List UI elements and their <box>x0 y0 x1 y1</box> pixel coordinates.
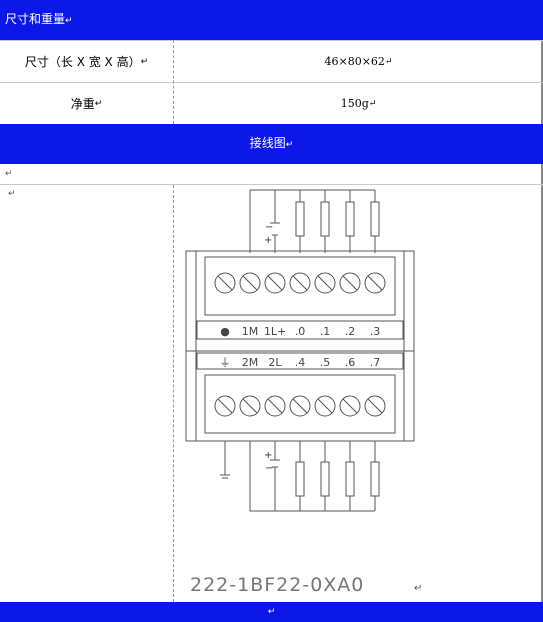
paragraph-mark: ↵ <box>414 583 422 594</box>
dimensions-value: 46×80×62 <box>324 55 385 68</box>
bottom-screw-slot-3 <box>292 398 308 414</box>
paragraph-mark: ↵ <box>267 607 276 617</box>
top-terminal-label-2: 1L+ <box>264 325 286 338</box>
top-screw-slot-1 <box>242 275 258 291</box>
model-number: 222-1BF22-0XA0 <box>190 574 364 596</box>
paragraph-mark: ↵ <box>140 56 149 67</box>
top-load-wiring <box>249 189 380 253</box>
minus-sign-top: − <box>265 222 273 233</box>
table-row-blank: ↵ <box>0 164 543 185</box>
bottom-terminal-label-2: 2L <box>268 356 282 369</box>
dimensions-label: 尺寸（长 X 宽 X 高） <box>24 55 141 69</box>
bottom-terminal-label-4: .5 <box>320 356 331 369</box>
top-terminal-label-1: 1M <box>242 325 259 338</box>
bottom-screw-1 <box>239 395 261 417</box>
top-screw-4 <box>314 272 336 294</box>
paragraph-mark: ↵ <box>5 169 13 179</box>
weight-label-cell: 净重↵ <box>0 83 173 124</box>
column-divider <box>173 185 174 602</box>
footer-bar: ↵ <box>0 602 543 622</box>
section-header-title: 尺寸和重量 <box>5 12 66 26</box>
weight-value-cell: 150g↵ <box>174 83 543 124</box>
top-screw-slot-4 <box>317 275 333 291</box>
column-divider <box>173 40 174 124</box>
top-screw-5 <box>339 272 361 294</box>
top-terminal-label-5: .2 <box>345 325 356 338</box>
bottom-screw-slot-6 <box>367 398 383 414</box>
top-screw-6 <box>364 272 386 294</box>
paragraph-mark: ↵ <box>65 16 73 26</box>
top-terminal-label-3: .0 <box>295 325 306 338</box>
minus-sign-bottom: − <box>265 463 273 474</box>
weight-value: 150g <box>340 97 369 110</box>
bottom-labels: ⏚ 2M 2L .4 .5 .6 .7 <box>220 356 381 369</box>
bottom-screw-6 <box>364 395 386 417</box>
page-right-border <box>541 0 543 622</box>
bottom-screw-slot-1 <box>242 398 258 414</box>
bottom-terminal-label-3: .4 <box>295 356 306 369</box>
top-labels: ● 1M 1L+ .0 .1 .2 .3 <box>220 325 380 338</box>
paragraph-mark: ↵ <box>285 140 294 150</box>
dimensions-label-cell: 尺寸（长 X 宽 X 高）↵ <box>0 41 173 82</box>
top-screw-0 <box>214 272 236 294</box>
section-header-dimensions-weight: 尺寸和重量↵ <box>0 0 543 40</box>
bottom-screw-0 <box>214 395 236 417</box>
top-screw-3 <box>289 272 311 294</box>
bottom-screw-slot-4 <box>317 398 333 414</box>
table-row-wiring-diagram: ↵ − + <box>0 185 543 602</box>
table-row-dimensions: 尺寸（长 X 宽 X 高）↵ 46×80×62↵ <box>0 40 543 82</box>
bottom-load-wiring <box>220 441 380 512</box>
bottom-screw-5 <box>339 395 361 417</box>
bottom-screw-4 <box>314 395 336 417</box>
top-screw-1 <box>239 272 261 294</box>
paragraph-mark: ↵ <box>8 189 16 199</box>
bottom-screw-2 <box>264 395 286 417</box>
plus-sign-top: + <box>264 235 272 246</box>
top-screw-slot-3 <box>292 275 308 291</box>
dimensions-value-cell: 46×80×62↵ <box>174 41 543 82</box>
top-screw-slot-5 <box>342 275 358 291</box>
paragraph-mark: ↵ <box>94 98 103 109</box>
bottom-terminal-label-6: .7 <box>370 356 381 369</box>
wiring-diagram-svg: − + ● 1M 1L+ .0 .1 .2 .3 ⏚ 2M 2L .4 .5 .6 .7 <box>185 189 422 596</box>
bottom-terminal-label-0: ⏚ <box>220 356 231 369</box>
table-row-weight: 净重↵ 150g↵ <box>0 82 543 124</box>
top-terminal-label-4: .1 <box>320 325 331 338</box>
top-screw-slot-2 <box>267 275 283 291</box>
paragraph-mark: ↵ <box>368 98 377 109</box>
paragraph-mark: ↵ <box>384 56 393 67</box>
top-screws <box>214 272 386 294</box>
bottom-screw-slot-5 <box>342 398 358 414</box>
top-screw-2 <box>264 272 286 294</box>
top-screw-slot-6 <box>367 275 383 291</box>
top-terminal-label-6: .3 <box>370 325 381 338</box>
top-terminal-label-0: ● <box>220 325 230 338</box>
weight-label: 净重 <box>70 97 95 111</box>
section-header-wiring: 接线图↵ <box>0 124 543 164</box>
bottom-screw-3 <box>289 395 311 417</box>
bottom-screws <box>214 395 386 417</box>
top-screw-slot-0 <box>217 275 233 291</box>
bottom-screw-slot-2 <box>267 398 283 414</box>
wiring-title: 接线图 <box>249 136 286 150</box>
bottom-terminal-label-5: .6 <box>345 356 356 369</box>
bottom-terminal-label-1: 2M <box>242 356 259 369</box>
bottom-screw-slot-0 <box>217 398 233 414</box>
plus-sign-bottom: + <box>264 450 272 461</box>
